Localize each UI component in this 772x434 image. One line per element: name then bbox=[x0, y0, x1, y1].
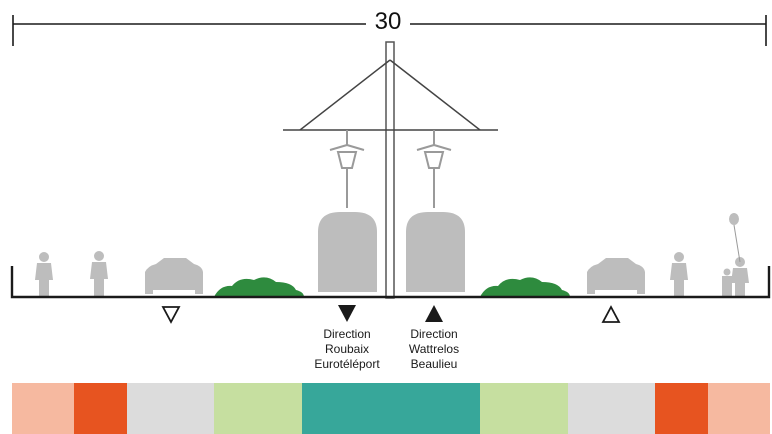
tram-icon bbox=[318, 212, 377, 292]
direction-label-wattrelos: Direction Wattrelos Beaulieu bbox=[379, 327, 489, 372]
direction-label-roubaix: Direction Roubaix Eurotéléport bbox=[292, 327, 402, 372]
car-icon bbox=[587, 258, 645, 294]
zone-strip bbox=[12, 383, 74, 434]
ground-line bbox=[10, 266, 771, 299]
zone-color-band bbox=[12, 383, 770, 434]
lamp-icon bbox=[329, 130, 365, 208]
direction-line: Beaulieu bbox=[410, 357, 458, 371]
triangle-down-filled-icon bbox=[338, 305, 356, 322]
zone-strip bbox=[568, 383, 655, 434]
shrub-icon bbox=[214, 277, 304, 297]
tram-icon bbox=[406, 212, 465, 292]
direction-line: Eurotéléport bbox=[314, 357, 380, 371]
zone-strip bbox=[480, 383, 568, 434]
zone-strip bbox=[74, 383, 127, 434]
pedestrian-icon bbox=[35, 252, 53, 296]
zone-strip bbox=[127, 383, 214, 434]
car-icon bbox=[145, 258, 203, 294]
catenary-pole bbox=[283, 41, 498, 299]
direction-line: Direction bbox=[323, 327, 371, 341]
lamp-icon bbox=[416, 130, 452, 208]
pedestrian-icon bbox=[90, 251, 108, 296]
zone-strip bbox=[708, 383, 770, 434]
pedestrian-icon bbox=[670, 252, 688, 296]
zone-strip bbox=[214, 383, 302, 434]
zone-strip bbox=[302, 383, 480, 434]
triangle-up-filled-icon bbox=[425, 305, 443, 322]
shrub-icon bbox=[480, 277, 570, 297]
direction-line: Direction bbox=[410, 327, 458, 341]
triangle-up-outline-icon bbox=[601, 305, 621, 323]
dimension-label: 30 bbox=[366, 8, 410, 36]
zone-strip bbox=[655, 383, 708, 434]
direction-line: Wattrelos bbox=[408, 342, 460, 356]
pedestrian-icon bbox=[722, 257, 749, 296]
balloon-icon bbox=[729, 213, 741, 263]
direction-line: Roubaix bbox=[324, 342, 370, 356]
triangle-down-outline-icon bbox=[161, 306, 181, 324]
